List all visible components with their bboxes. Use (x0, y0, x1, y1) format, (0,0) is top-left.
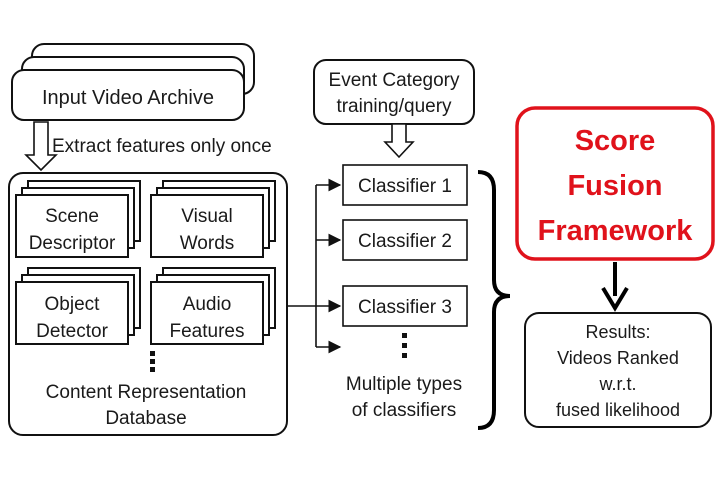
classifier-caption-line-2: of classifiers (352, 400, 457, 421)
visual-line-2: Words (180, 233, 235, 254)
content-database: Scene Descriptor Visual Words Object Det… (8, 172, 288, 436)
event-category-arrow (383, 123, 415, 159)
scene-descriptor-module: Scene Descriptor (15, 180, 141, 258)
audio-features-module: Audio Features (150, 267, 276, 345)
database-to-classifier-arrows (287, 178, 342, 354)
event-category-line-2: training/query (336, 96, 452, 117)
input-video-archive: Input Video Archive (11, 43, 255, 121)
classifier-1: Classifier 1 (342, 164, 468, 206)
scene-line-1: Scene (45, 206, 99, 227)
fusion-to-results-arrow (601, 262, 629, 312)
classifier-1-label: Classifier 1 (358, 176, 452, 197)
classifier-ellipsis (402, 333, 407, 358)
results-line-1: Results: (585, 322, 650, 342)
classifier-2: Classifier 2 (342, 219, 468, 261)
score-fusion-framework: Score Fusion Framework (515, 106, 715, 261)
fusion-line-1: Score (575, 125, 656, 157)
database-ellipsis (150, 351, 155, 372)
results-line-3: w.r.t. (598, 374, 636, 394)
audio-line-2: Features (170, 321, 245, 342)
extract-features-label: Extract features only once (52, 136, 272, 157)
classifier-3-label: Classifier 3 (358, 297, 452, 318)
fusion-line-3: Framework (538, 215, 694, 247)
audio-line-1: Audio (183, 294, 232, 315)
results-line-4: fused likelihood (556, 400, 680, 420)
visual-words-module: Visual Words (150, 180, 276, 258)
object-line-2: Detector (36, 321, 108, 342)
event-category-box: Event Category training/query (313, 59, 475, 125)
results-line-2: Videos Ranked (557, 348, 679, 368)
extract-arrow (24, 121, 58, 172)
database-caption-line-1: Content Representation (46, 382, 247, 403)
classifier-caption-line-1: Multiple types (346, 374, 462, 395)
classifier-2-label: Classifier 2 (358, 231, 452, 252)
object-detector-module: Object Detector (15, 267, 141, 345)
visual-line-1: Visual (181, 206, 232, 227)
results-box: Results: Videos Ranked w.r.t. fused like… (524, 312, 712, 428)
event-category-line-1: Event Category (329, 70, 460, 91)
database-caption-line-2: Database (105, 408, 186, 429)
fusion-line-2: Fusion (567, 170, 662, 202)
scene-line-2: Descriptor (29, 233, 116, 254)
classifier-brace (477, 170, 511, 430)
classifier-3: Classifier 3 (342, 285, 468, 327)
object-line-1: Object (45, 294, 101, 315)
input-video-archive-label: Input Video Archive (42, 87, 214, 109)
